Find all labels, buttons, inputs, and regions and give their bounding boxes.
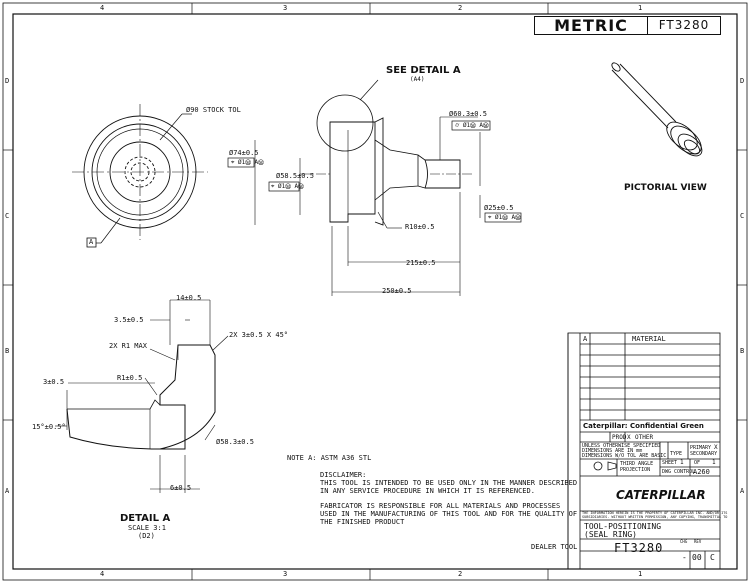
other-label: OTHER — [635, 434, 654, 441]
detail-a-ref: (D2) — [138, 532, 155, 540]
material-header: MATERIAL — [632, 335, 666, 343]
zone-left-a: A — [5, 487, 10, 495]
zone-bottom-2: 2 — [458, 570, 463, 578]
zone-left-b: B — [5, 347, 10, 355]
of-label: OF — [694, 460, 701, 466]
fabricator-line-2: USED IN THE MANUFACTURING OF THIS TOOL A… — [320, 510, 578, 518]
dim-15-deg: 15°±0.5° — [32, 423, 66, 431]
rev-label: REV — [694, 539, 702, 544]
fine-print-2: SUBSIDIARIES. WITHOUT WRITTEN PERMISSION… — [582, 515, 728, 519]
secondary-label: SECONDARY — [690, 451, 718, 457]
zone-bottom-4: 4 — [100, 570, 105, 578]
fcf-25: ⌖ Ø1Ⓜ AⓂ — [488, 214, 521, 221]
other-mark: X — [627, 434, 631, 441]
dim-250: 250±0.5 — [382, 287, 412, 295]
zone-right-d: D — [740, 77, 745, 85]
dim-r10: R10±0.5 — [405, 223, 435, 231]
rev-value: 00 — [692, 553, 702, 562]
dim-215: 215±0.5 — [406, 259, 436, 267]
metric-banner: METRIC — [534, 16, 648, 35]
zone-right-a: A — [740, 487, 745, 495]
datum-a-label: A — [89, 238, 94, 246]
dim-25: Ø25±0.5 — [484, 204, 514, 212]
chg-value: - — [682, 553, 687, 562]
detail-a-title: DETAIL A — [120, 513, 171, 524]
zone-top-3: 3 — [283, 4, 288, 12]
material-col-a: A — [583, 335, 588, 343]
zone-top-2: 2 — [458, 4, 463, 12]
detail-a-view — [55, 299, 229, 493]
unless-line-2: DIMENSIONS ARE IN mm — [582, 448, 643, 454]
zone-left-d: D — [5, 77, 10, 85]
inner-border — [12, 13, 738, 570]
part-number: FT3280 — [614, 541, 664, 555]
sheet-number: 1 — [680, 459, 684, 466]
fine-print-1: THE INFORMATION HEREIN IS THE PROPERTY O… — [582, 511, 728, 515]
title-block-lines — [567, 332, 721, 570]
zone-bottom-1: 1 — [638, 570, 643, 578]
stock-tol-label: Ø90 STOCK TOL — [186, 106, 241, 114]
confidential-green: Caterpillar: Confidential Green — [583, 422, 704, 430]
title-line-2: (SEAL RING) — [584, 530, 637, 539]
primary-mark: X — [714, 444, 718, 451]
detail-a-scale: SCALE 3:1 — [128, 524, 166, 532]
zone-left-c: C — [5, 212, 10, 220]
projection-line-1: THIRD ANGLE — [620, 461, 654, 467]
pictorial-view — [611, 62, 703, 157]
dwg-control-value: A260 — [693, 468, 710, 476]
unless-line-3: DIMENSIONS W/O TOL ARE BASIC — [582, 453, 667, 459]
caterpillar-logo: CATERPILLAR — [616, 488, 706, 502]
fcf-60: ⌭ Ø1Ⓜ AⓂ — [455, 122, 489, 129]
dim-14: 14±0.5 — [176, 294, 202, 302]
dim-58: Ø58.5±0.5 — [276, 172, 314, 180]
dim-60: Ø60.3±0.5 — [449, 110, 487, 118]
unless-line-1: UNLESS OTHERWISE SPECIFIED — [582, 443, 661, 449]
disclaimer-title: DISCLAIMER: — [320, 471, 367, 479]
dim-dia-58-3: Ø58.3±0.5 — [216, 438, 254, 446]
disclaimer-line-2: IN ANY SERVICE PROCEDURE IN WHICH IT IS … — [320, 487, 535, 495]
fabricator-line-3: THE FINISHED PRODUCT — [320, 518, 405, 526]
disclaimer-line-1: THIS TOOL IS INTENDED TO BE USED ONLY IN… — [320, 479, 578, 487]
pictorial-view-label: PICTORIAL VIEW — [624, 183, 707, 193]
prod-label: PROD — [612, 434, 627, 441]
dwg-control-label: DWG CONTROL — [662, 469, 696, 475]
side-view — [227, 79, 522, 296]
zone-top-4: 4 — [100, 4, 105, 12]
front-view — [72, 104, 208, 248]
chg-label: CHG — [680, 539, 688, 544]
type-label: TYPE — [670, 451, 683, 457]
dim-6: 6±0.5 — [170, 484, 192, 492]
see-detail-a-label: SEE DETAIL A — [386, 65, 461, 76]
dim-3-5: 3.5±0.5 — [114, 316, 144, 324]
zone-ticks — [3, 3, 747, 580]
zone-right-c: C — [740, 212, 745, 220]
dim-r1: R1±0.5 — [117, 374, 143, 382]
dim-74: Ø74±0.5 — [229, 149, 259, 157]
zone-right-b: B — [740, 347, 745, 355]
dealer-tool-label: DEALER TOOL — [531, 543, 578, 551]
note-a: NOTE A: ASTM A36 STL — [287, 454, 372, 462]
projection-line-2: PROJECTION — [620, 467, 651, 473]
of-number: 1 — [712, 459, 716, 466]
dim-3: 3±0.5 — [43, 378, 65, 386]
title-line-1: TOOL-POSITIONING — [584, 522, 662, 531]
sheet-label: SHEET — [662, 460, 678, 466]
dim-r1-max: 2X R1 MAX — [109, 342, 147, 350]
fabricator-line-1: FABRICATOR IS RESPONSIBLE FOR ALL MATERI… — [320, 502, 561, 510]
zone-bottom-3: 3 — [283, 570, 288, 578]
size-value: C — [710, 553, 715, 562]
detail-a-circle — [316, 94, 374, 152]
zone-top-1: 1 — [638, 4, 643, 12]
fcf-74: ⌖ Ø1Ⓜ AⓂ — [231, 159, 264, 166]
fcf-58: ⌖ Ø1Ⓜ AⓂ — [271, 183, 304, 190]
primary-label: PRIMARY — [690, 445, 712, 451]
tool-number-header: FT3280 — [648, 16, 721, 35]
dim-chamfer: 2X 3±0.5 X 45° — [229, 331, 289, 339]
datum-a-box — [86, 237, 97, 248]
see-detail-a-ref: (A4) — [410, 76, 425, 83]
